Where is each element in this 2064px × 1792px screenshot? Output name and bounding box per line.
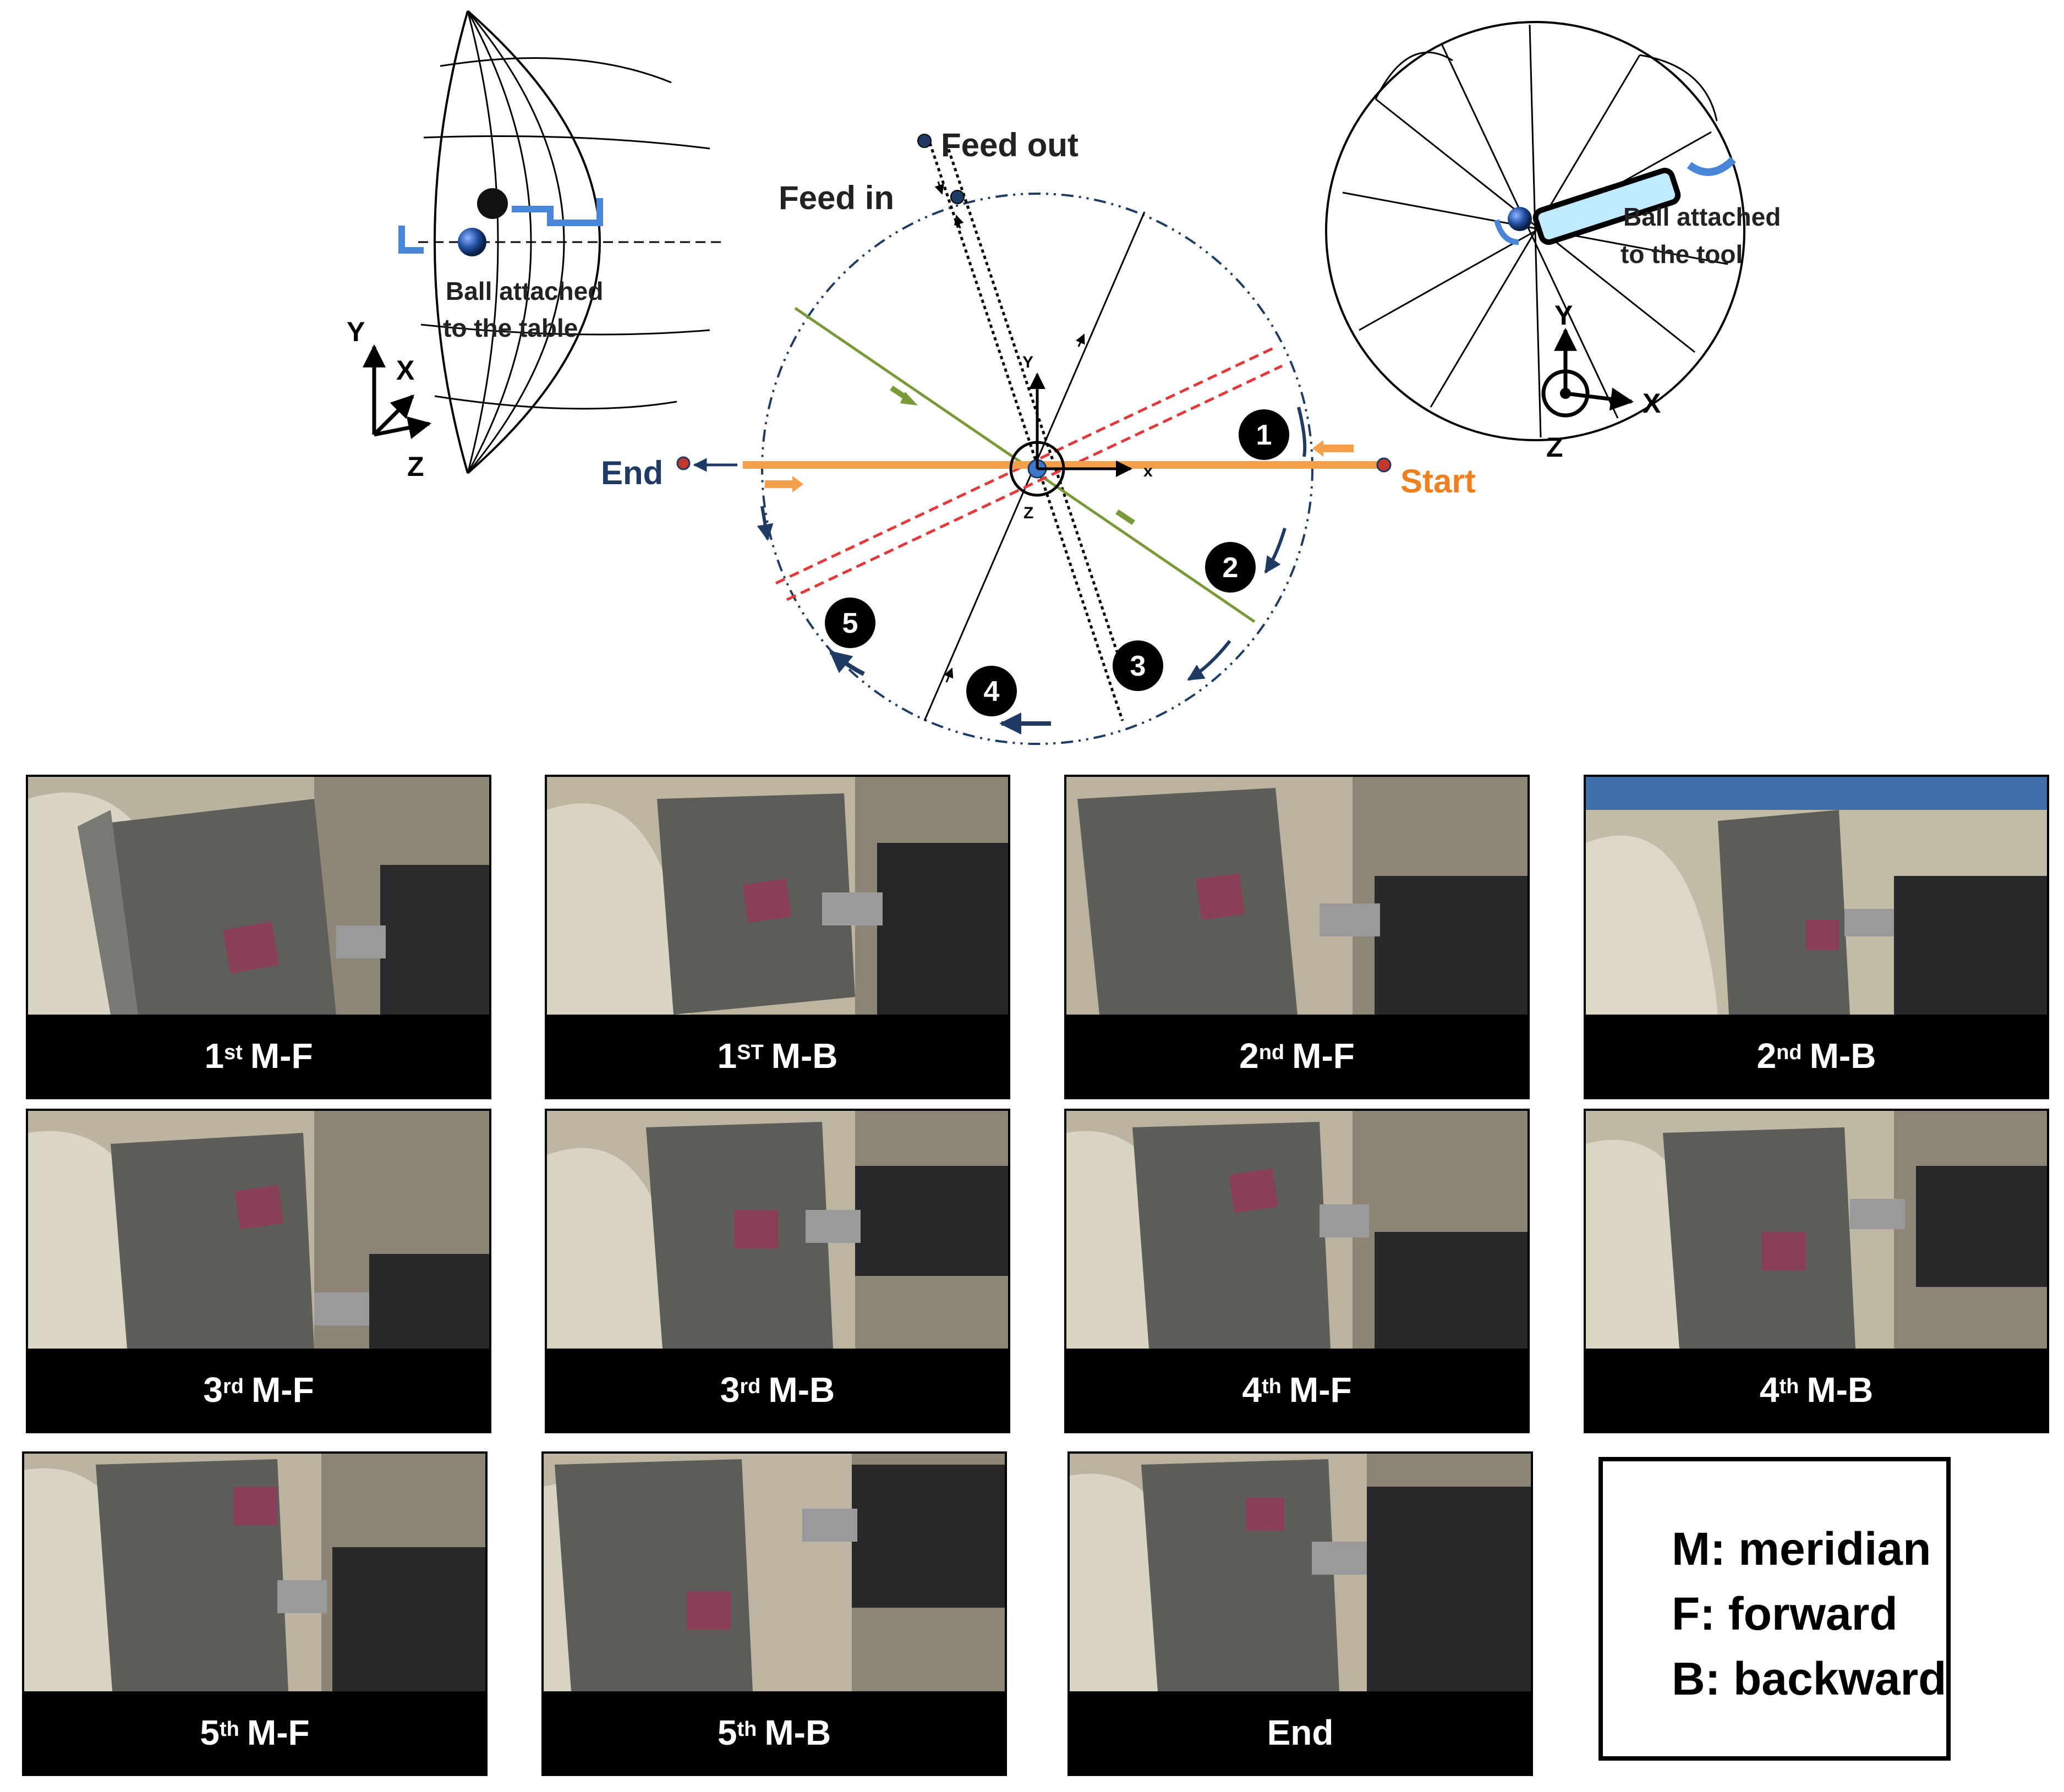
machine-photo xyxy=(1066,777,1528,1015)
step-marker-1 xyxy=(1239,409,1289,460)
feed-in-label: Feed in xyxy=(779,179,894,216)
step-marker-2 xyxy=(1205,542,1256,593)
feed-out-label: Feed out xyxy=(941,127,1078,163)
table-axis-z-label: Z xyxy=(407,451,424,482)
machine-photo xyxy=(1586,1111,2047,1349)
panel-end: End xyxy=(1067,1451,1533,1776)
table-axis-y-label: Y xyxy=(347,316,365,347)
step-label-4: 4 xyxy=(984,676,1000,708)
machine-photo xyxy=(24,1454,485,1691)
step-marker-5 xyxy=(825,598,875,648)
ball-table-label-line2: to the table xyxy=(443,314,578,342)
table-hemisphere: Ball attached to the table Y X Z xyxy=(347,10,721,482)
machine-photo xyxy=(1070,1454,1531,1691)
machine-photo xyxy=(544,1454,1005,1691)
step-markers: 1 2 3 4 5 xyxy=(825,409,1289,716)
machine-photo xyxy=(28,777,489,1015)
center-axis-y-label: Y xyxy=(1022,353,1033,371)
step-label-3: 3 xyxy=(1130,650,1146,682)
start-label: Start xyxy=(1400,463,1476,500)
table-axis-x-label: X xyxy=(396,355,414,386)
machine-photo xyxy=(1586,777,2047,1015)
machine-photo xyxy=(28,1111,489,1349)
legend-line-forward: F: forward xyxy=(1672,1588,1898,1640)
tool-axis-x-label: X xyxy=(1643,388,1661,419)
legend-box: M: meridian F: forward B: backward xyxy=(1598,1457,1951,1761)
center-axis-z-label: Z xyxy=(1023,504,1033,522)
step-marker-3 xyxy=(1113,640,1163,691)
step-marker-4 xyxy=(966,666,1017,716)
legend-line-backward: B: backward xyxy=(1672,1653,1947,1705)
ball-tool-label-line2: to the tool xyxy=(1620,240,1743,268)
path-circle: Y x Z xyxy=(676,134,1392,745)
machine-photo xyxy=(547,777,1008,1015)
test-path-diagram: Ball attached to the table Y X Z xyxy=(347,10,1781,745)
step-label-1: 1 xyxy=(1256,419,1272,451)
center-axis-x-label: x xyxy=(1143,462,1153,480)
ball-table-label-line1: Ball attached xyxy=(446,277,603,305)
end-label: End xyxy=(601,454,663,491)
machine-photo xyxy=(547,1111,1008,1349)
step-label-2: 2 xyxy=(1223,552,1239,584)
ball-tool-label-line1: Ball attached xyxy=(1623,202,1781,231)
tool-sphere: Ball attached to the tool Y X Z xyxy=(1325,21,1781,463)
tool-axis-y-label: Y xyxy=(1554,300,1573,331)
legend-line-meridian: M: meridian xyxy=(1672,1523,1931,1575)
step-label-5: 5 xyxy=(842,607,858,639)
machine-photo xyxy=(1066,1111,1528,1349)
tool-axis-z-label: Z xyxy=(1546,432,1563,463)
panel-caption: End xyxy=(1070,1691,1531,1774)
